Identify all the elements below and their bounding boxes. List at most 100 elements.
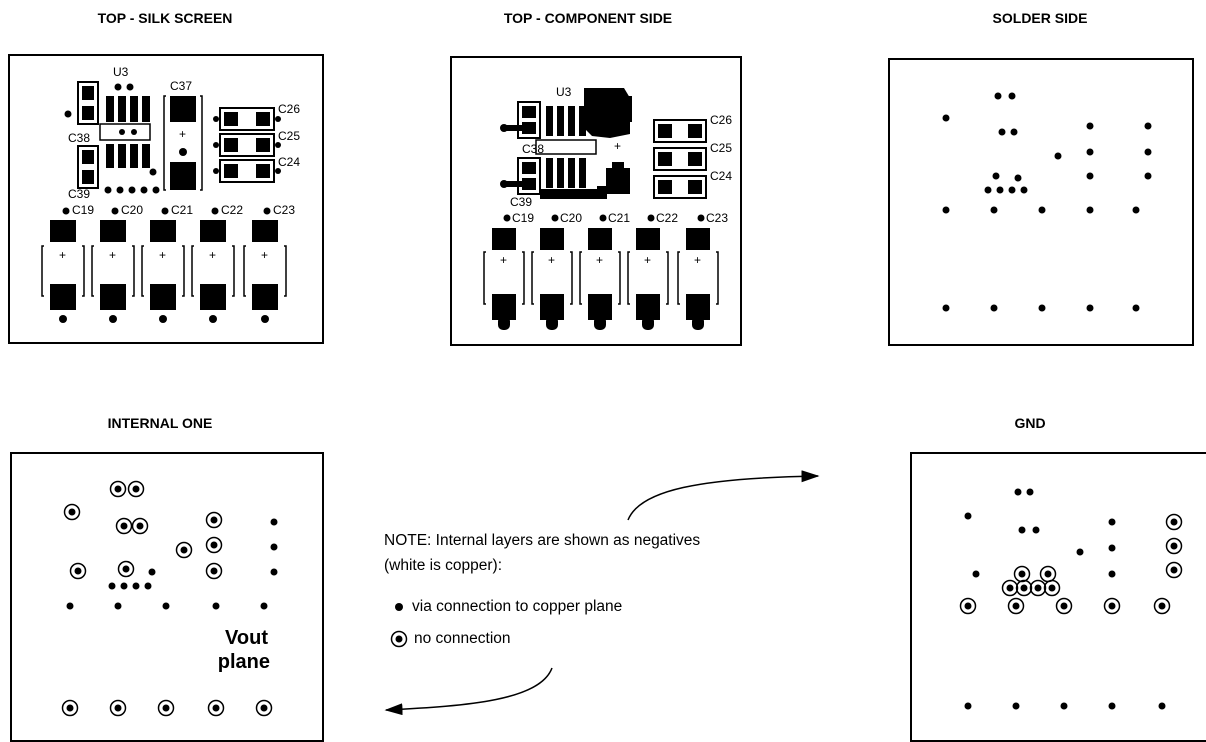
note-line1: NOTE: Internal layers are shown as negat… xyxy=(384,532,701,549)
svg-text:+: + xyxy=(548,253,555,267)
c37-pad xyxy=(170,96,196,122)
svg-text:C22: C22 xyxy=(656,211,678,225)
label-c26: C26 xyxy=(710,113,732,127)
vout-plane-label-line2: plane xyxy=(218,651,270,673)
via xyxy=(213,168,219,174)
c38-outline xyxy=(517,101,541,139)
svg-text:+: + xyxy=(159,248,166,262)
svg-text:+: + xyxy=(500,253,507,267)
via xyxy=(64,110,72,118)
c39-pad xyxy=(82,170,94,184)
via-connections xyxy=(66,485,278,712)
via xyxy=(140,186,148,194)
ringed-via-icon xyxy=(390,630,408,648)
c39-outline xyxy=(77,145,99,189)
solder-vias xyxy=(942,92,1152,312)
label-c38: C38 xyxy=(522,142,544,156)
c26-outline xyxy=(653,119,707,143)
svg-text:C21: C21 xyxy=(608,211,630,225)
label-c39: C39 xyxy=(510,195,532,209)
c37-outline xyxy=(163,95,166,191)
c24-pad xyxy=(688,180,702,194)
via xyxy=(275,142,281,148)
arrow-to-internal-one xyxy=(384,667,553,716)
svg-text:C23: C23 xyxy=(273,203,295,217)
c38-outline xyxy=(77,81,99,125)
via xyxy=(104,186,112,194)
c26-pad xyxy=(658,124,672,138)
filled-via-icon xyxy=(395,603,403,611)
c38-pad xyxy=(522,106,536,118)
svg-text:+: + xyxy=(644,253,651,267)
cap-c19: C19 + xyxy=(483,211,534,330)
note-text: NOTE: Internal layers are shown as negat… xyxy=(384,528,700,578)
svg-text:C20: C20 xyxy=(560,211,582,225)
label-c38: C38 xyxy=(68,131,90,145)
label-plus: + xyxy=(179,127,186,141)
u3-pin xyxy=(142,144,150,168)
board-solder-side xyxy=(888,58,1194,346)
via xyxy=(152,186,160,194)
u3-pin xyxy=(118,144,126,168)
note-line2: (white is copper): xyxy=(384,557,503,574)
label-c37: C37 xyxy=(170,79,192,93)
c37-outline xyxy=(200,95,203,191)
via xyxy=(179,148,187,156)
no-connection-vias xyxy=(959,513,1183,615)
c39-pad xyxy=(522,162,536,174)
trace xyxy=(540,186,607,199)
c26-pad xyxy=(688,124,702,138)
u3-pin xyxy=(557,158,564,188)
c24-pad xyxy=(224,164,238,178)
internal-one-drawing: Vout plane xyxy=(61,480,278,717)
label-plus: + xyxy=(614,139,621,153)
cap-c23: C23 + xyxy=(677,211,728,330)
label-c24: C24 xyxy=(710,169,732,183)
label-c39: C39 xyxy=(68,187,90,201)
svg-text:C20: C20 xyxy=(121,203,143,217)
via xyxy=(275,168,281,174)
c25-pad xyxy=(256,138,270,152)
u3-pin xyxy=(118,96,126,122)
via xyxy=(116,186,124,194)
board-component-side: U3 C38 C39 + C26 xyxy=(450,56,742,346)
u3-pin xyxy=(106,96,114,122)
via xyxy=(500,124,508,132)
c26-pad xyxy=(224,112,238,126)
via xyxy=(128,186,136,194)
svg-text:+: + xyxy=(209,248,216,262)
via xyxy=(213,142,219,148)
c37-pad xyxy=(170,162,196,190)
c24-pad xyxy=(658,180,672,194)
u3-pin xyxy=(106,144,114,168)
title-component-side: TOP - COMPONENT SIDE xyxy=(503,10,673,26)
u3-pin xyxy=(557,106,564,136)
label-u3: U3 xyxy=(113,65,129,79)
c25-pad xyxy=(658,152,672,166)
svg-text:C22: C22 xyxy=(221,203,243,217)
gnd-drawing xyxy=(959,488,1183,710)
solder-side-drawing xyxy=(942,92,1152,312)
c37-pad xyxy=(606,168,630,194)
via xyxy=(149,168,157,176)
label-c25: C25 xyxy=(710,141,732,155)
board-silk-screen: U3 C38 C39 C37 + C26 xyxy=(8,54,324,344)
c24-outline xyxy=(219,159,275,183)
cap-c22: C22 + xyxy=(191,203,243,323)
legend-via-label: via connection to copper plane xyxy=(412,598,623,615)
label-c25: C25 xyxy=(278,129,300,143)
u3-pin xyxy=(568,106,575,136)
legend-via: via connection to copper plane xyxy=(392,598,622,616)
arrow-to-gnd xyxy=(627,470,820,521)
u3-pin xyxy=(142,96,150,122)
title-gnd: GND xyxy=(1014,415,1046,431)
component-side-drawing: U3 C38 C39 + C26 xyxy=(483,85,732,330)
u3-body xyxy=(99,123,151,141)
via xyxy=(126,83,134,91)
c37-pad xyxy=(606,96,632,122)
cap-c22: C22 + xyxy=(627,211,678,330)
svg-text:C19: C19 xyxy=(72,203,94,217)
svg-text:C19: C19 xyxy=(512,211,534,225)
c26-pad xyxy=(256,112,270,126)
